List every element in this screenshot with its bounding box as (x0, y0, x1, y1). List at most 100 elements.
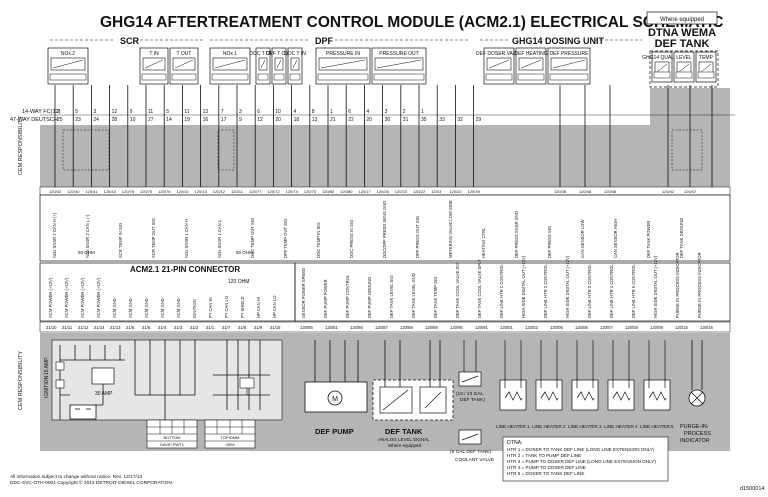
fc14-row-label: 14-WAY FC(12) (22, 109, 61, 115)
signal-name-4: NOx SNSR 1 CAN H (184, 219, 189, 258)
sensor-7: PRESSURE IN (315, 47, 371, 85)
cem-label-lower: CEM RESPONSIBILITY (18, 351, 24, 410)
lower-pin-14: 120/09 (650, 325, 663, 330)
signal-name-8: DOC TEMP IN SIG (316, 222, 321, 258)
connector-signal-12: PT SHIELD (240, 296, 245, 318)
wire-id-28: 120/47 (684, 189, 697, 194)
deutsch-pin-1: 23 (75, 117, 81, 123)
fc14-pin-0: 2 (57, 109, 60, 115)
deutsch-pin-2: 24 (93, 117, 99, 123)
lower-pin-3: 120/87 (375, 325, 388, 330)
lower-pin-9: 120/02 (525, 325, 538, 330)
connector-pin-4: 21/13 (110, 325, 121, 330)
figure-id: d1500014 (740, 486, 764, 492)
line-heater-label-3: LINE HEATER 3 (568, 424, 602, 429)
def-pump-component: M DEF PUMP (304, 340, 368, 436)
fc14-pin-10: 3 (239, 109, 242, 115)
lower-signal-17: PURGE IN PROCESS INDICATOR (675, 252, 680, 318)
lower-pin-5: 120/89 (425, 325, 438, 330)
lower-pin-13: 120/08 (625, 325, 638, 330)
lower-signal-3: DEF PUMP GROUND (367, 277, 372, 318)
fc14-pin-4: 9 (130, 109, 133, 115)
connector-table-2-sub: OEM (225, 442, 234, 447)
legend-line-5: HTR 5 = DOSER TO TANK DEF LINE (507, 471, 584, 476)
signal-name-6: DOC TEMP OUT SIG (250, 218, 255, 258)
sensor-8: PRESSURE OUT (371, 47, 427, 85)
fc14-pin-7: 11 (184, 109, 189, 115)
wire-id-21: 120/3 (431, 189, 442, 194)
deutsch-pin-22: 32 (457, 117, 463, 123)
tank-small-2-line1: (6 GAL DEF TANK) (450, 449, 492, 455)
connector-pin-5: 21/6 (126, 325, 135, 330)
wire-id-26: 120/46 (604, 189, 617, 194)
lower-pin-12: 120/07 (600, 325, 613, 330)
lower-pin-16: 120/16 (700, 325, 713, 330)
wire-id-1: 120/40 (67, 189, 80, 194)
wire-id-12: 120/72 (267, 189, 280, 194)
line-heater-label-4: LINE HEATER 4 (604, 424, 638, 429)
where-equipped-label: Where equipped (660, 17, 704, 23)
wire-id-11: 120/77 (249, 189, 262, 194)
lower-signal-16: HIGH SIDE DIGITAL OUT (+12V) (653, 255, 658, 318)
legend-line-1: HTR 1 = DOSER TO TANK DEF LINE (LONG LIN… (507, 447, 655, 452)
lower-signal-6: DEF TANK TEMP SIG (433, 277, 438, 318)
lower-pin-8: 120/01 (500, 325, 513, 330)
signal-name-11: DPF PRESS OUT SIG (415, 216, 420, 258)
tank-small-1-line1: (13 / 23 GAL (456, 391, 484, 397)
connector-signal-14: HP CAN LO (272, 295, 277, 318)
connector-signal-7: ACM GND (160, 298, 165, 318)
lower-signal-1: DEF PUMP POWER (323, 279, 328, 318)
deutsch-pin-6: 14 (166, 117, 172, 123)
deutsch-pin-15: 21 (330, 117, 336, 123)
connector-signal-0: ACM POWER (+12V) (48, 277, 53, 318)
sensor-9: DEF DOSER VALVE (476, 47, 523, 85)
def-pump-label: DEF PUMP (315, 427, 354, 436)
connector-pin-3: 21/14 (94, 325, 105, 330)
coolant-valve-2: (6 GAL DEF TANK) COOLANT VALVE (450, 429, 494, 463)
diagram-title: GHG14 AFTERTREATMENT CONTROL MODULE (ACM… (100, 14, 723, 31)
connector-signal-10: PT CAN HI (208, 297, 213, 318)
line-heater-3: LINE HEATER 3 (568, 340, 602, 429)
wire-id-6: 120/76 (158, 189, 171, 194)
connector-signal-5: ACM GND (128, 298, 133, 318)
sensor-label-12: GHG14 QUALITY (642, 55, 682, 61)
twisted-pair-2 (671, 129, 703, 171)
connector-table-2: TOP/DMM OEM (204, 419, 256, 449)
deutsch-pin-9: 17 (221, 117, 227, 123)
lower-pin-11: 120/06 (575, 325, 588, 330)
connector-signal-4: ACM GND (112, 298, 117, 318)
lower-signal-11: DEF LINE HTR 2 CONTROL (543, 264, 548, 318)
lower-signal-7: DEF TANK COOL VALVE SIG (455, 262, 460, 318)
sensor-label-7: PRESSURE IN (326, 51, 360, 57)
tank-small-1-line2: DEF TANK) (460, 397, 485, 403)
sensor-14: TEMP (695, 51, 717, 83)
deutsch-pin-23: 29 (476, 117, 482, 123)
deutsch-row-label: 47-WAY DEUTSCH (10, 117, 58, 123)
connector-pin-2: 21/12 (78, 325, 89, 330)
sensor-label-1: T IN (149, 51, 159, 57)
lower-pin-7: 120/91 (475, 325, 488, 330)
sensor-label-4: DOC T OUT (249, 51, 276, 57)
wire-id-2: 120/41 (85, 189, 98, 194)
wire-id-23: 120/39 (468, 189, 481, 194)
twisted-pair-0 (62, 129, 110, 171)
sensor-10: DEF HEATING (514, 47, 548, 85)
connector-pin-14: 21/15 (270, 325, 281, 330)
wire-id-24: 120/36 (554, 189, 567, 194)
line-heater-label-5: LINE HEATER 5 (640, 424, 674, 429)
signal-name-16: CAN SENSOR LOW (580, 220, 585, 258)
line-heater-5: LINE HEATER 5 (640, 340, 674, 429)
fc14-pin-1: 5 (75, 109, 78, 115)
purge-indicator: PURGE-IN- PROCESS INDICATOR (680, 340, 711, 444)
where-equipped-box (646, 11, 718, 25)
deutsch-pin-3: 28 (112, 117, 118, 123)
connector-pin-0: 21/10 (46, 325, 57, 330)
connector-signal-11: PT CAN LO (224, 295, 229, 318)
legend-line-3: HTR 3 = PUMP TO DOSER DEF LINE (LONG LIN… (507, 459, 656, 464)
footer-line-2: DDC-SVC-OTH-0001 Copyright © 2013 DETROI… (10, 479, 173, 486)
deutsch-pin-18: 30 (385, 117, 391, 123)
